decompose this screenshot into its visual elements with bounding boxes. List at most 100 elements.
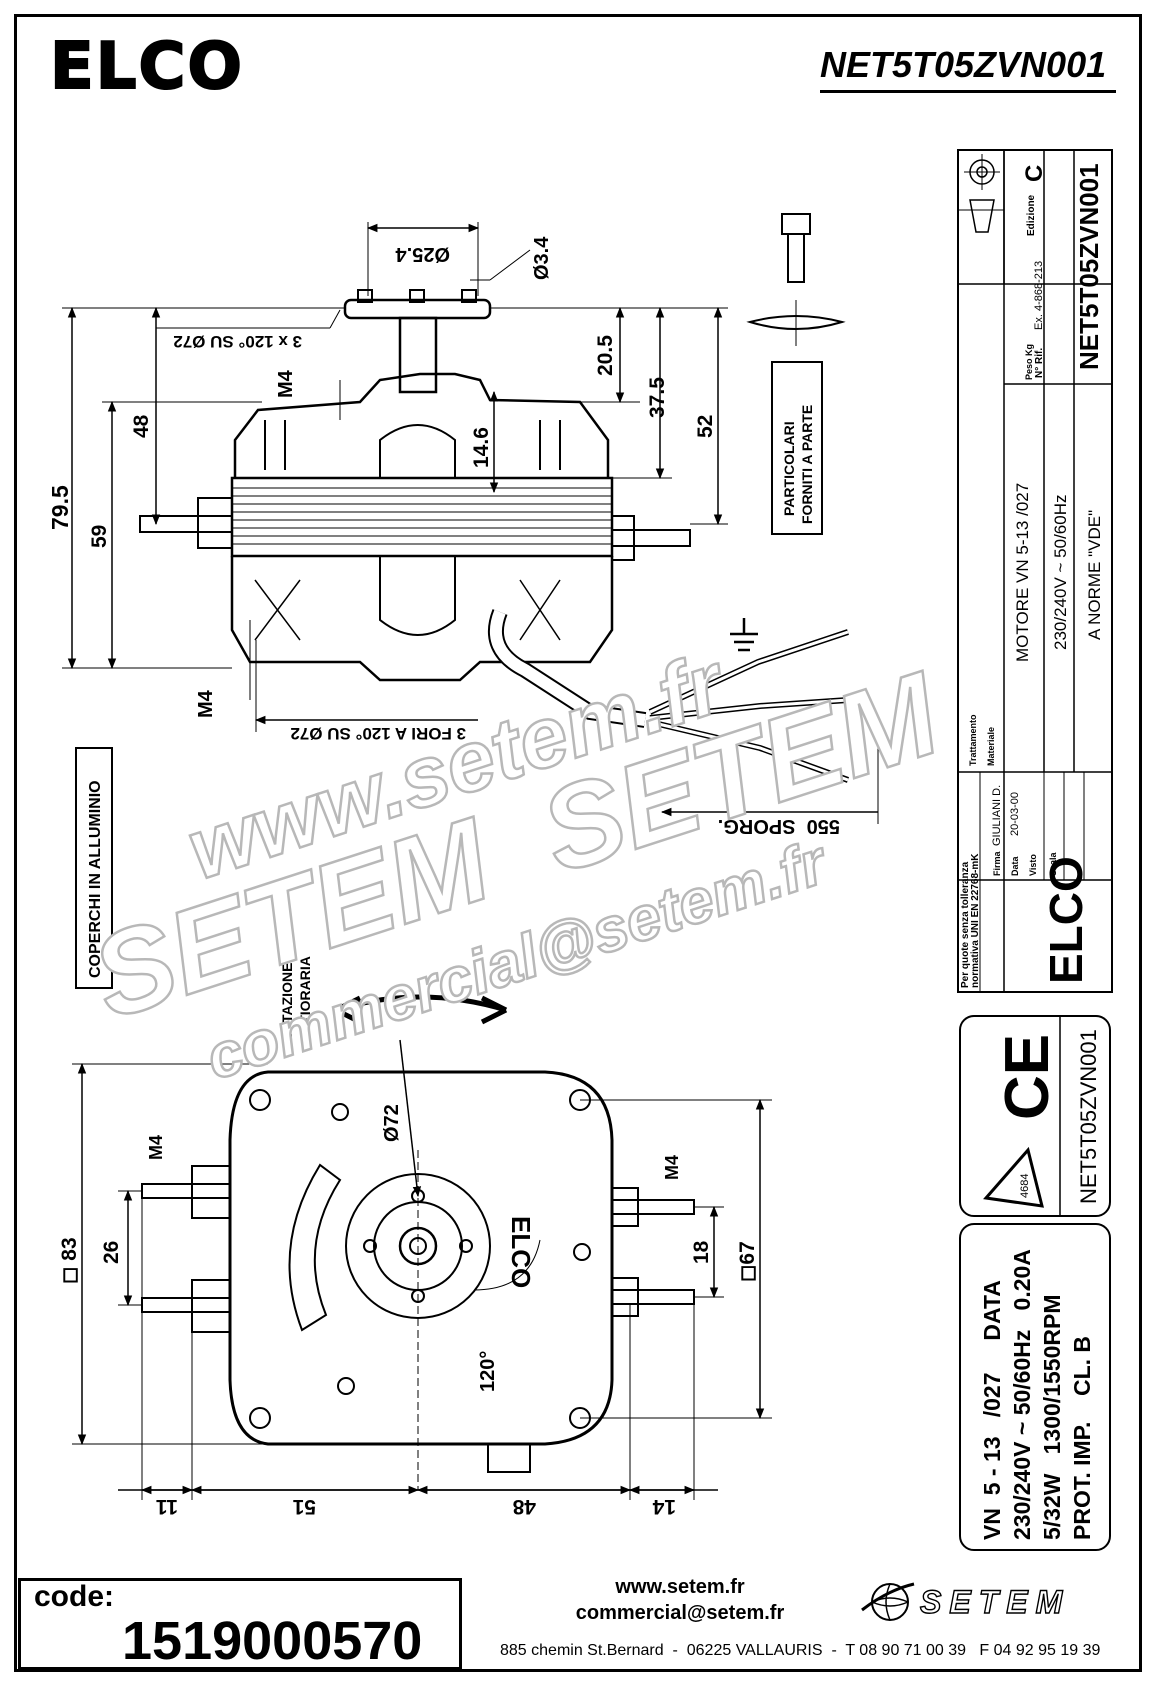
dim-37-5: 37.5 — [646, 377, 669, 418]
hub-logo: ELCO — [506, 1216, 536, 1288]
accessories-note-line-1: PARTICOLARI — [781, 421, 797, 516]
drawing-frame — [14, 14, 1142, 1672]
corner-bolt-bl — [249, 1407, 271, 1429]
front-view-labels: ROTAZIONE ANTIORARIA Ø72 ◻ 83 ◻67 26 18 … — [58, 956, 759, 1518]
tolerance-note-1: Per quote senza tolleranza — [960, 861, 971, 988]
projection-symbol-icon — [964, 154, 1000, 233]
accessories-note-line-2: FORNITI A PARTE — [799, 405, 815, 524]
dim-52: 52 — [694, 415, 717, 438]
edition-value: C — [1021, 165, 1048, 182]
dim-m4-left: M4 — [146, 1135, 166, 1160]
rotation-arrow-icon — [334, 994, 508, 1025]
cable-outlet — [487, 1443, 531, 1473]
data-block: VN 5 - 13 /027 DATA 230/240V ~ 50/60Hz 0… — [959, 1223, 1111, 1551]
title-block-brand: ELCO — [1040, 856, 1092, 984]
tolerance-note-2: normativa UNI EN 22768-mK — [970, 853, 981, 988]
lower-housing — [230, 556, 614, 682]
signature-label: Firma — [992, 850, 1002, 876]
vent-arc — [288, 1163, 342, 1332]
dim-79-5: 79.5 — [47, 485, 73, 530]
footer-email-link[interactable]: commercial@setem.fr — [575, 1602, 785, 1624]
dim-14-6: 14.6 — [470, 427, 493, 468]
ce-mark-icon: CE — [993, 1034, 1062, 1120]
data-line-3: 5/32W 1300/1550RPM — [1039, 1295, 1065, 1540]
motor-line-2: 230/240V ~ 50/60Hz — [1051, 495, 1070, 650]
dim-72: Ø72 — [381, 1104, 403, 1142]
setem-logo: SETEM — [919, 1583, 1071, 1620]
front-stud-left-top — [141, 1183, 231, 1199]
side-view-labels: Ø25.4 Ø3.4 3 x 120° SU Ø72 3 FORI A 120°… — [47, 236, 840, 978]
code-label: code: — [34, 1580, 115, 1613]
dim-m4-right: M4 — [662, 1155, 682, 1180]
setem-globe-icon — [861, 1582, 915, 1621]
front-view — [72, 994, 772, 1500]
dim-26: 26 — [100, 1241, 123, 1264]
material-label: Materiale — [986, 727, 996, 766]
bottom-dim-48: 48 — [512, 1495, 536, 1518]
treatment-label: Trattamento — [968, 714, 978, 766]
watermark-line-1: www.setem.fr — [176, 634, 739, 899]
dim-48: 48 — [130, 414, 153, 438]
watermark-line-3: commercial@setem.fr — [198, 827, 837, 1093]
date-value: 20-03-00 — [1009, 792, 1021, 836]
edition-label: Edizione — [1026, 194, 1037, 236]
data-line-4: PROT. IMP. CL. B — [1069, 1336, 1095, 1540]
footer-website-link[interactable]: www.setem.fr — [615, 1576, 745, 1598]
accessories-note-box — [771, 361, 823, 535]
ref-label: N° Rif. — [1034, 348, 1045, 378]
stud-left — [139, 515, 233, 533]
dim-m4-bottom: M4 — [195, 689, 217, 718]
part-number-title: NET5T05ZVN001 — [820, 44, 1107, 85]
title-block-part-number: NET5T05ZVN001 — [1074, 163, 1104, 370]
angle-120: 120° — [477, 1351, 499, 1392]
scale-label: Scala — [1048, 851, 1058, 876]
motor-body-outline — [233, 372, 610, 478]
dim-holes-top: 3 x 120° SU Ø72 — [173, 332, 302, 351]
accessory-screw-icon — [746, 213, 846, 346]
dim-hole-diameter: Ø3.4 — [531, 236, 553, 280]
ground-symbol-icon — [730, 618, 758, 652]
data-line-2: 230/240V ~ 50/60Hz 0.20A — [1009, 1249, 1035, 1540]
front-stud-right-top — [611, 1199, 695, 1215]
stud-right — [611, 529, 691, 547]
covers-note-box — [75, 747, 113, 989]
ce-block: CE 4684 NET5T05ZVN001 — [959, 1015, 1111, 1217]
rotation-label-2: ANTIORARIA — [297, 956, 313, 1044]
motor-front-outline — [228, 1070, 614, 1446]
ref-value: Ex. 4-868-213 — [1033, 261, 1045, 330]
weight-label: Peso Kg — [1024, 344, 1034, 380]
date-label: Data — [1010, 855, 1020, 876]
cable-length: 550 SPORG. — [718, 815, 840, 837]
title-block: Edizione C Peso Kg N° Rif. Ex. 4-868-213… — [957, 149, 1113, 993]
shaft — [398, 316, 438, 394]
motor-line-1: MOTORE VN 5-13 /027 — [1013, 483, 1032, 662]
rotation-label-1: ROTAZIONE — [279, 963, 295, 1044]
dim-83: ◻ 83 — [58, 1237, 81, 1284]
motor-line-3: A NORME "VDE" — [1085, 510, 1104, 640]
footer-address: 885 chemin St.Bernard - 06225 VALLAURIS … — [500, 1642, 1101, 1659]
dim-18: 18 — [690, 1240, 713, 1264]
dim-59: 59 — [88, 525, 111, 548]
side-view — [62, 213, 879, 989]
cable-wire-bottom — [649, 719, 850, 783]
dim-20-5: 20.5 — [594, 335, 617, 376]
front-stud-right-bottom — [611, 1289, 695, 1305]
ce-part-number: NET5T05ZVN001 — [1076, 1029, 1101, 1204]
covers-note: COPERCHI IN ALLUMINIO — [87, 780, 104, 978]
title-underline — [820, 90, 1116, 93]
dim-m4-top: M4 — [275, 369, 297, 398]
dim-shaft-diameter: Ø25.4 — [395, 243, 450, 265]
bottom-dim-14: 14 — [652, 1495, 676, 1518]
corner-bolt-tl — [249, 1089, 271, 1111]
bottom-dim-11: 11 — [155, 1495, 178, 1518]
svg-text:4684: 4684 — [1019, 1174, 1031, 1198]
code-value: 1519000570 — [122, 1611, 423, 1671]
signature-value: GIULIANI D. — [991, 785, 1003, 846]
front-stud-left-bottom — [141, 1297, 231, 1313]
vde-triangle-icon: 4684 — [983, 1146, 1044, 1208]
dim-67: ◻67 — [736, 1241, 759, 1282]
seen-label: Visto — [1028, 854, 1038, 876]
data-line-1: VN 5 - 13 /027 DATA — [979, 1280, 1005, 1540]
code-box — [18, 1578, 462, 1670]
